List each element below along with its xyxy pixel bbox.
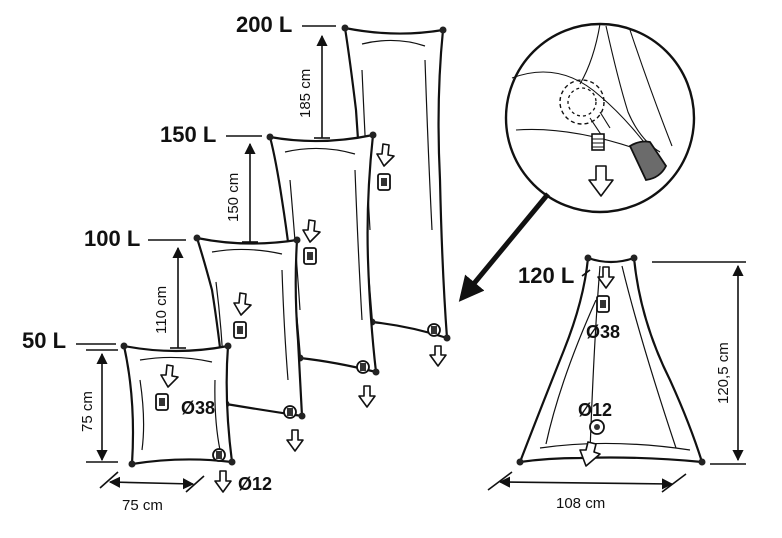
- detail-magnifier: [504, 22, 696, 214]
- pyramid-valve-large-label: Ø38: [586, 322, 620, 342]
- valve-icon: [427, 323, 441, 337]
- valve-icon: [155, 393, 169, 411]
- width-dimension-50l: 75 cm: [99, 471, 205, 514]
- height-label-150l: 150 cm: [225, 173, 242, 222]
- detail-pointer-arrow: [458, 192, 550, 302]
- down-arrow-icon: [376, 143, 395, 167]
- capacity-label-120l: 120 L: [518, 263, 574, 288]
- down-arrow-icon: [286, 429, 304, 452]
- valve-icon: [303, 247, 317, 265]
- capacity-label-200l: 200 L: [236, 12, 292, 37]
- bag-50l: [120, 342, 236, 493]
- width-dimension-120l: 108 cm: [487, 471, 687, 512]
- valve-icon: [356, 360, 370, 374]
- height-dimension-120l: 120,5 cm: [652, 261, 746, 465]
- down-arrow-icon: [233, 292, 252, 316]
- capacity-label-150l: 150 L: [160, 122, 216, 147]
- height-label-100l: 110 cm: [153, 286, 170, 334]
- down-arrow-icon: [597, 266, 615, 289]
- height-label-50l: 75 cm: [79, 391, 96, 432]
- valve-icon: [377, 173, 391, 191]
- down-arrow-icon: [579, 441, 601, 467]
- capacity-labels: 200 L 150 L 100 L 50 L: [22, 12, 336, 353]
- pyramid-valve-small-label: Ø12: [578, 400, 612, 420]
- bag-200l: [341, 24, 451, 367]
- down-arrow-icon: [160, 364, 179, 388]
- capacity-label-50l: 50 L: [22, 328, 66, 353]
- valve-icon: [596, 295, 610, 313]
- capacity-label-100l: 100 L: [84, 226, 140, 251]
- down-arrow-icon: [358, 385, 376, 408]
- width-label-120l: 108 cm: [556, 495, 605, 512]
- valve-small-label: Ø12: [238, 474, 272, 494]
- bag-120l-pyramid: [516, 254, 706, 467]
- down-arrow-icon: [302, 219, 321, 243]
- valve-large-label: Ø38: [181, 398, 215, 418]
- height-label-200l: 185 cm: [297, 69, 314, 118]
- magnifier-icon: [559, 79, 611, 151]
- width-label-50l: 75 cm: [122, 497, 163, 514]
- valve-icon: [212, 448, 226, 462]
- valve-icon: [589, 419, 605, 435]
- valve-icon: [233, 321, 247, 339]
- down-arrow-icon: [214, 470, 232, 493]
- height-label-120l: 120,5 cm: [715, 342, 732, 404]
- down-arrow-icon: [588, 165, 614, 197]
- down-arrow-icon: [429, 345, 447, 367]
- height-dimensions: 185 cm 150 cm 110 cm 75 cm: [79, 34, 330, 463]
- valve-icon: [283, 405, 297, 419]
